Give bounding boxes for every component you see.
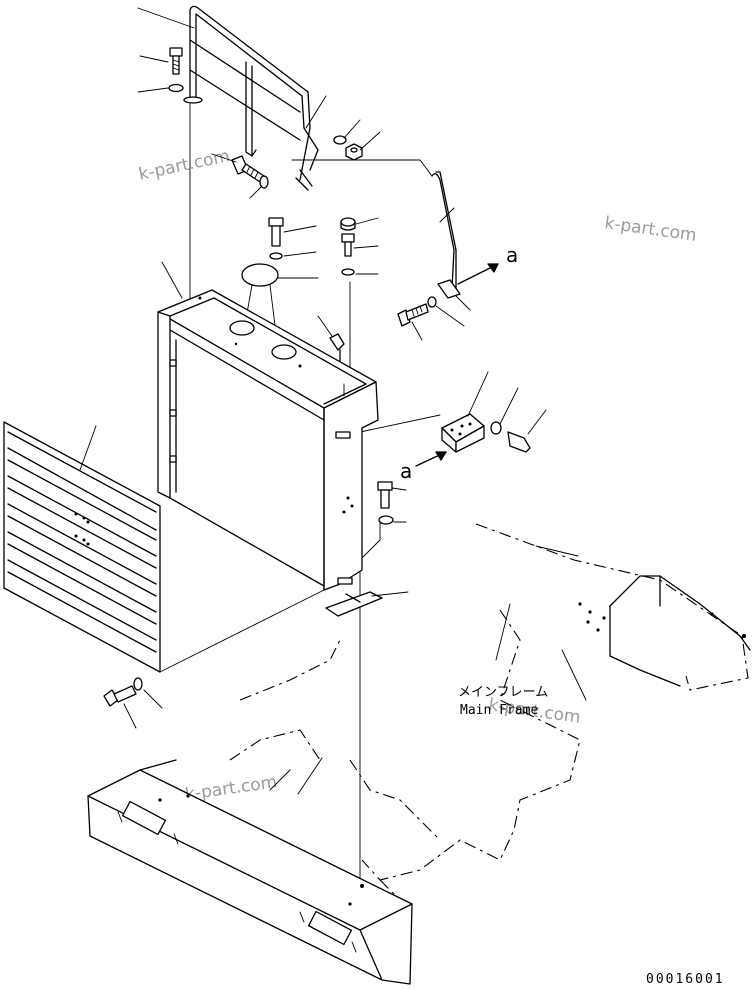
front-bumper	[87, 759, 413, 985]
watermark: k-part.com	[137, 146, 232, 185]
leader-lines	[79, 7, 587, 795]
bolt-center	[268, 217, 284, 247]
radiator-guard-frame	[157, 289, 379, 591]
main-frame-label-jp: メインフレーム	[458, 685, 548, 700]
arrow-a-lower: a	[400, 451, 447, 483]
bolt-block	[507, 431, 531, 453]
arrow-marker-label: a	[400, 459, 412, 483]
arrow-a-upper: a	[457, 243, 518, 285]
washer-center-right	[341, 268, 355, 276]
washer-grille	[133, 677, 143, 691]
support-rod	[427, 171, 461, 308]
assembly-guide-lines	[189, 103, 441, 887]
bolt-grille	[103, 685, 137, 707]
washer-block	[490, 421, 502, 435]
watermark: k-part.com	[603, 213, 697, 246]
bolt-lower-bracket	[377, 481, 393, 509]
radiator-grille	[3, 421, 325, 673]
washer-rail	[333, 135, 347, 145]
bolt-center-right	[341, 233, 355, 257]
handrail	[183, 5, 319, 191]
nut-rail	[345, 143, 363, 161]
bolt-rod	[397, 303, 429, 327]
bolt-top-left	[169, 47, 183, 75]
lower-bracket	[325, 591, 383, 617]
cap-center	[340, 217, 356, 231]
washer-top-left	[168, 83, 184, 93]
bolt-horizontal-upper	[231, 155, 269, 189]
arrow-marker-label: a	[506, 243, 518, 267]
mounting-block	[441, 413, 485, 453]
washer-lower-bracket	[378, 515, 394, 525]
washer-center	[269, 252, 283, 260]
main-frame-label-en: Main Frame	[460, 703, 538, 718]
main-frame-label: メインフレーム Main Frame	[458, 685, 548, 718]
drawing-number: 00016001	[646, 972, 725, 987]
